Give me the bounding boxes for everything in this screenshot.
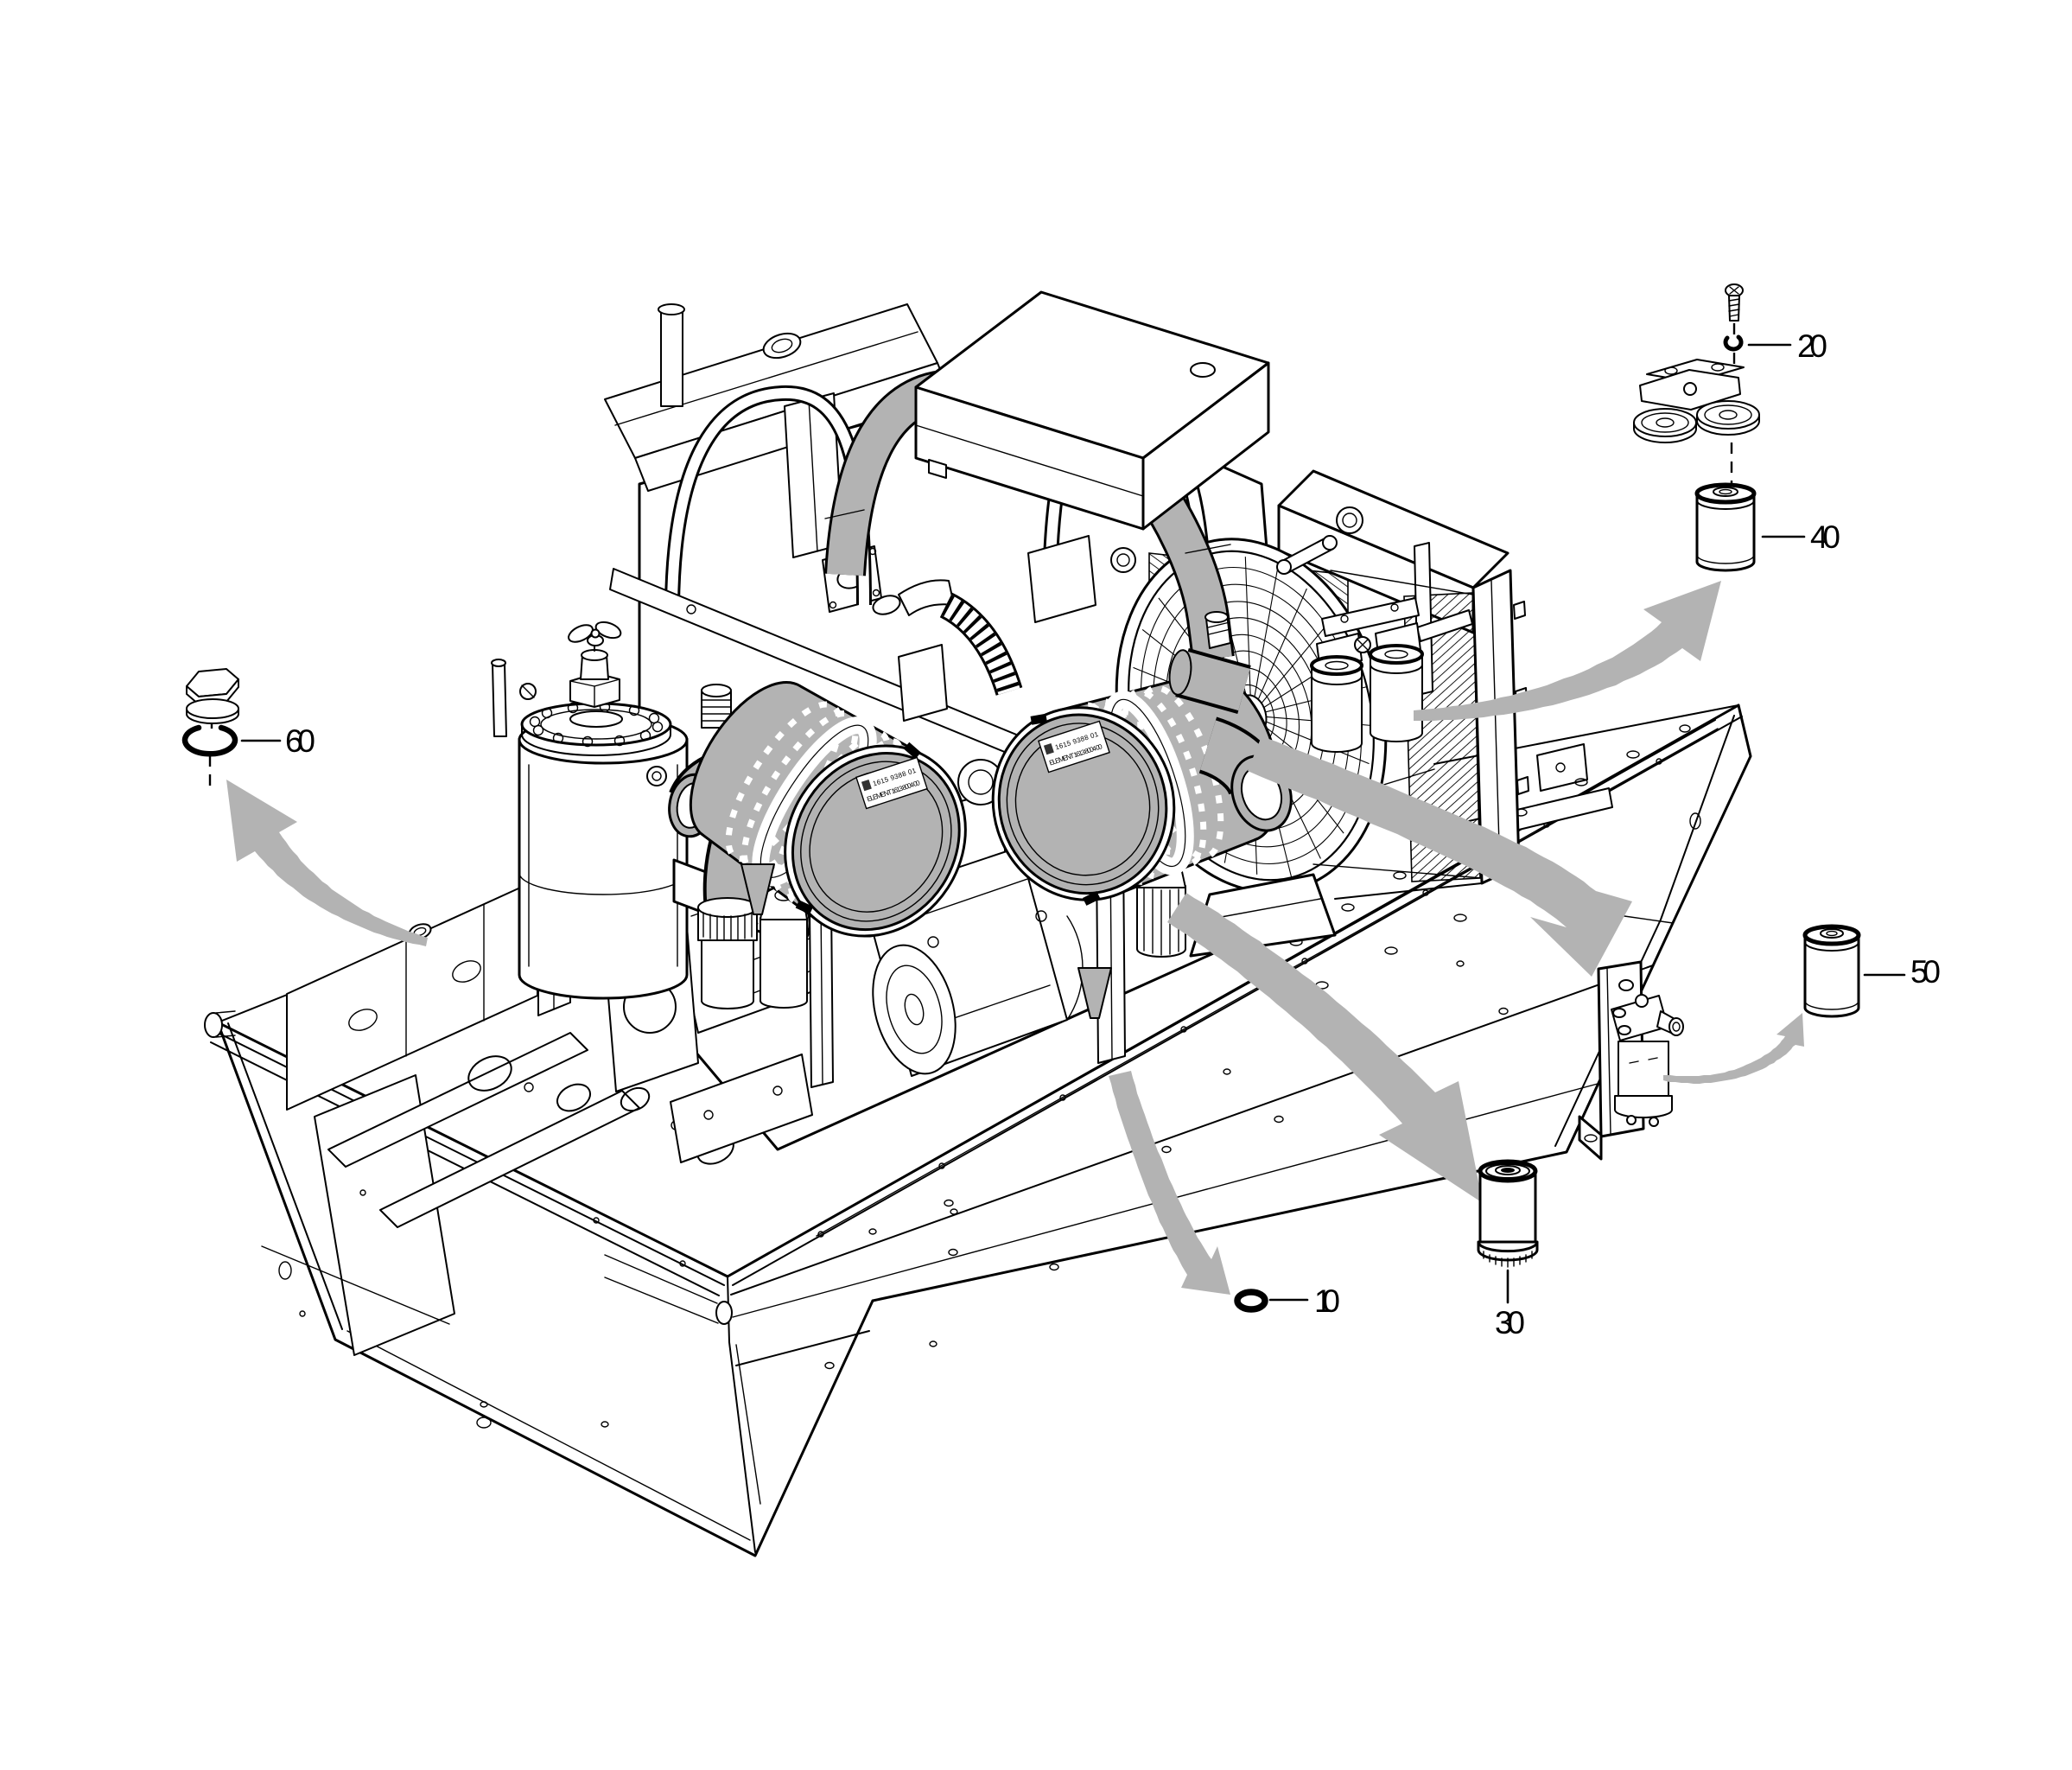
callout-label-10: 10 bbox=[1314, 1283, 1340, 1319]
frame-interior-left bbox=[286, 863, 734, 1228]
flange-bolts bbox=[529, 701, 664, 748]
exhaust-bellows bbox=[939, 592, 1023, 696]
air-filter-left-sticker: 1615 9388 01 ELEMENT 1613 8004 00 bbox=[855, 756, 928, 810]
filter-cartridge-right-installed bbox=[1369, 644, 1424, 742]
filter-head-part bbox=[1633, 359, 1760, 443]
arrow-to-60 bbox=[226, 780, 428, 946]
washer-20 bbox=[1723, 334, 1744, 352]
screw-20-part bbox=[1725, 283, 1744, 322]
callout-60: 60 bbox=[181, 668, 315, 793]
fuel-filter-assembly bbox=[1578, 960, 1684, 1161]
callout-50: 50 bbox=[1802, 924, 1941, 1018]
arrow-to-10 bbox=[1109, 1071, 1230, 1295]
outlet-duct-right bbox=[1198, 716, 1293, 832]
arrow-to-bracket bbox=[1248, 736, 1632, 977]
vacuator-valve bbox=[1204, 611, 1231, 649]
plug-60-part bbox=[186, 668, 239, 724]
snap-ring-60 bbox=[181, 724, 238, 757]
oil-filler bbox=[697, 897, 758, 1009]
pressure-valve bbox=[568, 621, 622, 708]
callout-20-40: 20 40 bbox=[1633, 283, 1840, 572]
callout-30: 30 bbox=[1477, 1159, 1539, 1340]
filter-cartridge-left-installed bbox=[1310, 655, 1363, 753]
o-ring-10 bbox=[1234, 1289, 1268, 1313]
callout-label-50: 50 bbox=[1910, 954, 1941, 990]
callout-arrows bbox=[226, 581, 1804, 1295]
callout-label-40: 40 bbox=[1810, 519, 1840, 555]
arrow-to-30 bbox=[1167, 893, 1483, 1203]
air-filter-right bbox=[991, 671, 1281, 906]
drum-inlet-spigot bbox=[1168, 611, 1251, 714]
oil-filter-30-part bbox=[1477, 1159, 1539, 1268]
cartridge-50-part bbox=[1802, 924, 1861, 1018]
callout-10: 10 bbox=[1234, 1283, 1340, 1319]
deck-holes bbox=[1289, 724, 1691, 990]
callout-label-60: 60 bbox=[285, 723, 315, 759]
arrow-to-50 bbox=[1663, 1013, 1804, 1084]
callout-label-30: 30 bbox=[1495, 1305, 1525, 1340]
arrow-to-40 bbox=[1414, 581, 1721, 721]
cartridge-40-part bbox=[1694, 482, 1757, 572]
callout-label-20: 20 bbox=[1797, 328, 1827, 364]
air-filter-left bbox=[689, 681, 967, 938]
air-filter-right-sticker: 1615 9388 01 ELEMENT 1613 8004 00 bbox=[1038, 720, 1110, 774]
skid-frame bbox=[204, 704, 1752, 1557]
dust-valves bbox=[740, 863, 1112, 1019]
engine-oil-filters-installed bbox=[1310, 597, 1473, 753]
expansion-tank-box bbox=[914, 290, 1270, 531]
